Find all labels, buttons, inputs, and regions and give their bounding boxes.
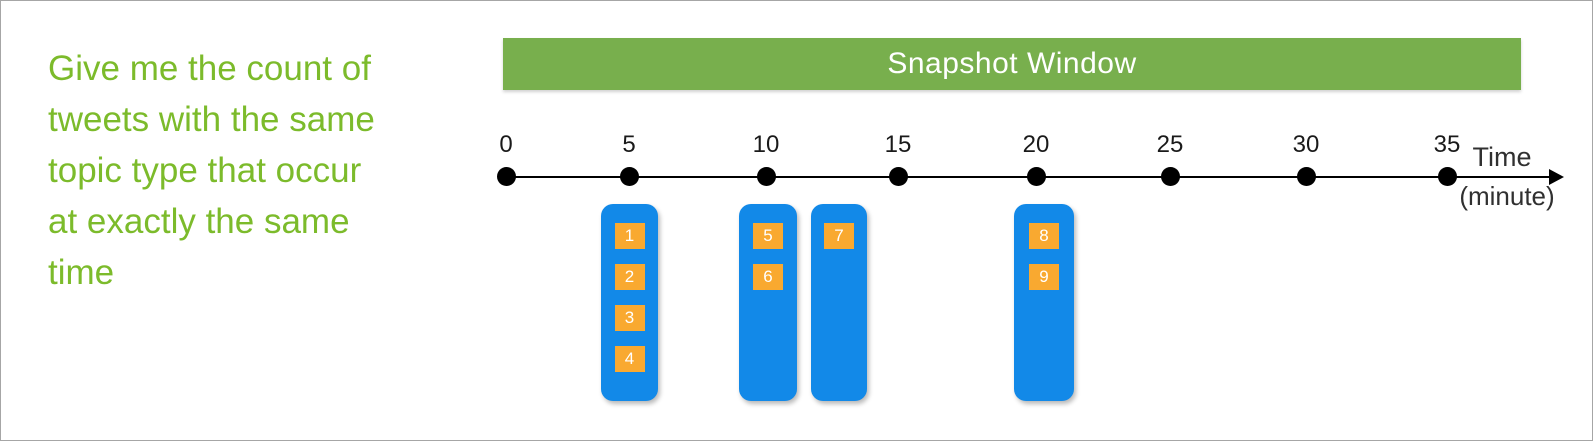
tick-dot-20 [1026, 167, 1046, 186]
tick-dot-5 [619, 167, 639, 186]
tweet-number: 2 [624, 267, 635, 286]
tick-label-35: 35 [1433, 131, 1461, 158]
tweet-number: 5 [763, 226, 773, 245]
group-at-minute-12: 7 [811, 204, 867, 401]
tick-dot-30 [1296, 167, 1316, 186]
tweet-number: 3 [624, 308, 635, 327]
axis-arrow-icon [1549, 169, 1564, 185]
group-at-minute-5: 1 2 3 4 [601, 204, 658, 401]
tweet-number: 6 [763, 267, 773, 286]
tweet-box-7: 7 [824, 223, 854, 249]
tweet-number: 4 [624, 349, 635, 368]
time-axis-unit: (minute) [1459, 181, 1555, 211]
tweet-box-2: 2 [614, 264, 645, 290]
question-line: at exactly the same [48, 202, 350, 241]
tick-dot-35 [1437, 167, 1457, 186]
tick-label-10: 10 [752, 131, 780, 158]
snapshot-window-label: Snapshot Window [887, 47, 1137, 80]
tweet-box-5: 5 [753, 223, 783, 249]
question-line: tweets with the same [48, 100, 375, 139]
tweet-number: 1 [624, 226, 635, 245]
tick-label-20: 20 [1022, 131, 1050, 158]
tick-label-15: 15 [884, 131, 912, 158]
tick-dot-0 [496, 167, 516, 186]
tick-dot-15 [888, 167, 908, 186]
question-line: topic type that occur [48, 151, 362, 190]
tick-label-30: 30 [1292, 131, 1320, 158]
tweet-box-9: 9 [1029, 264, 1059, 290]
tweet-box-8: 8 [1029, 223, 1059, 249]
snapshot-window-banner: Snapshot Window [503, 38, 1521, 90]
tick-label-5: 5 [622, 131, 636, 158]
tweet-number: 9 [1039, 267, 1049, 286]
tick-dot-10 [756, 167, 776, 186]
tweet-number: 7 [834, 226, 844, 245]
tick-label-0: 0 [499, 131, 513, 158]
question-line: time [48, 253, 115, 292]
tick-label-25: 25 [1156, 131, 1184, 158]
time-axis-label: Time [1472, 142, 1532, 172]
tweet-box-1: 1 [614, 223, 645, 249]
tweet-box-6: 6 [753, 264, 783, 290]
tick-dot-25 [1160, 167, 1180, 186]
question-text: Give me the count of tweets with the same… [48, 43, 478, 298]
tweet-box-4: 4 [614, 346, 645, 372]
tweet-number: 8 [1039, 226, 1049, 245]
tweet-box-3: 3 [614, 305, 645, 331]
question-line: Give me the count of [48, 49, 371, 88]
